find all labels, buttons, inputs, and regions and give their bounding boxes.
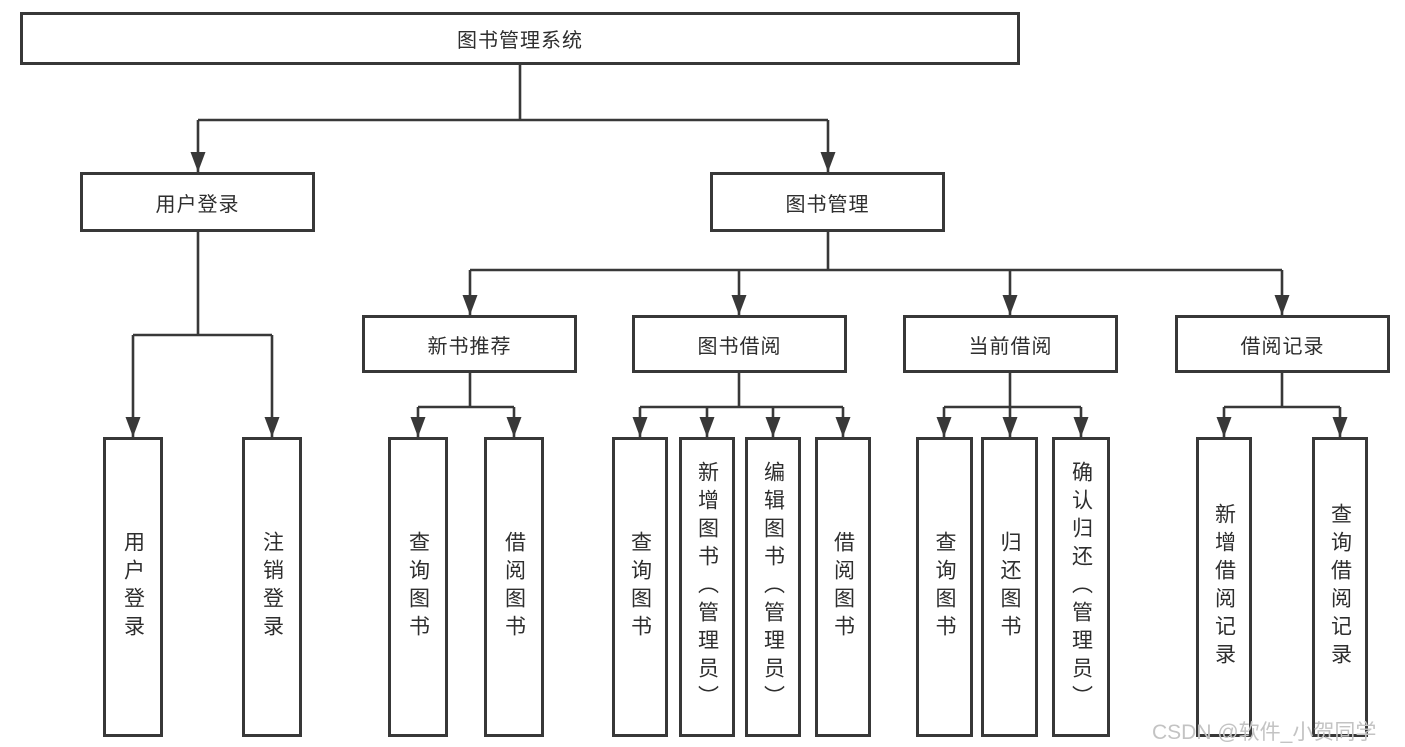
- leaf-add-book-admin: 新增图书（管理员）: [679, 437, 735, 737]
- connector-user-login-children: [125, 232, 280, 437]
- node-book-management: 图书管理: [710, 172, 945, 232]
- connector-book-borrow-children: [632, 373, 851, 437]
- connector-current-borrow-children: [936, 373, 1089, 437]
- leaf-query-borrow-record: 查询借阅记录: [1312, 437, 1368, 737]
- leaf-borrow-books-recommend: 借阅图书: [484, 437, 544, 737]
- csdn-watermark: CSDN @软件_小贺同学: [1152, 721, 1377, 744]
- connector-new-book-rec-children: [410, 373, 522, 437]
- node-root-library-system: 图书管理系统: [20, 12, 1020, 65]
- node-borrowing-records: 借阅记录: [1175, 315, 1390, 373]
- leaf-add-borrow-record: 新增借阅记录: [1196, 437, 1252, 737]
- leaf-query-books-current: 查询图书: [916, 437, 973, 737]
- node-current-borrowing: 当前借阅: [903, 315, 1118, 373]
- connector-borrow-record-children: [1216, 373, 1348, 437]
- leaf-logout: 注销登录: [242, 437, 302, 737]
- node-new-book-recommendation: 新书推荐: [362, 315, 577, 373]
- leaf-edit-book-admin: 编辑图书（管理员）: [745, 437, 801, 737]
- leaf-confirm-return-admin: 确认归还（管理员）: [1052, 437, 1110, 737]
- connector-book-mgmt-children: [462, 232, 1290, 315]
- connector-root-to-level2: [190, 65, 836, 172]
- leaf-query-books-recommend: 查询图书: [388, 437, 448, 737]
- leaf-user-login: 用户登录: [103, 437, 163, 737]
- leaf-query-books-borrow: 查询图书: [612, 437, 668, 737]
- node-book-borrowing: 图书借阅: [632, 315, 847, 373]
- node-user-login: 用户登录: [80, 172, 315, 232]
- leaf-return-book: 归还图书: [981, 437, 1038, 737]
- leaf-borrow-books-borrow: 借阅图书: [815, 437, 871, 737]
